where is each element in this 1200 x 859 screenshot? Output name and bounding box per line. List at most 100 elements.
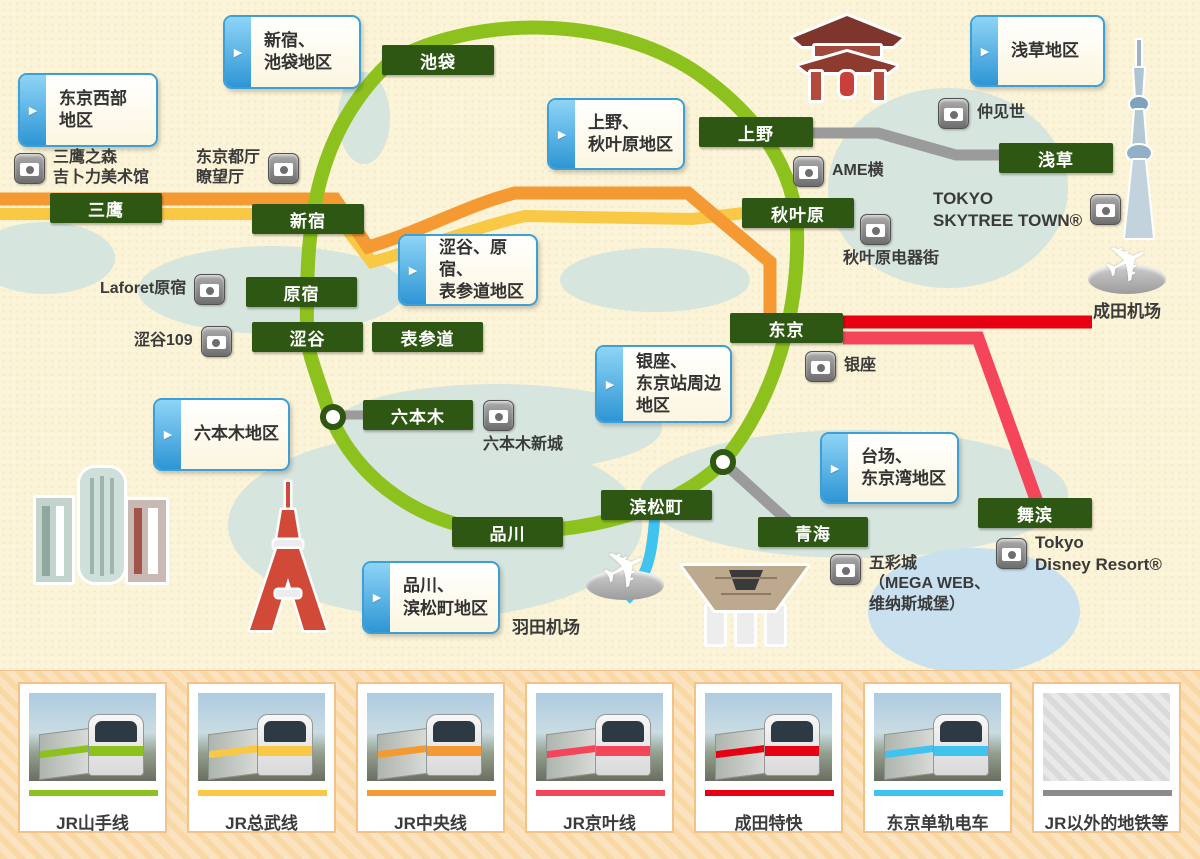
area-box-ueno-akihabara[interactable]: ▶ 上野、 秋叶原地区 xyxy=(547,98,685,170)
arrow-right-icon: ▶ xyxy=(233,46,243,59)
line-color-bar xyxy=(29,790,158,796)
landmark-tokyo-disney-resort: Tokyo Disney Resort® xyxy=(996,532,1162,576)
landmark-ginza: 银座 xyxy=(805,351,876,382)
legend-label: JR中央线 xyxy=(394,814,467,833)
area-box-label: 涩谷、原宿、 表参道地区 xyxy=(439,237,524,302)
train-body xyxy=(884,727,936,781)
train-photo xyxy=(705,693,832,781)
landmark-label: 涩谷109 xyxy=(134,332,193,350)
hamamatsucho-junction-dot xyxy=(710,449,736,475)
train-photo xyxy=(198,693,325,781)
train-body xyxy=(208,727,260,781)
station-akihabara: 秋叶原 xyxy=(742,198,854,228)
asakusa-temple-illustration xyxy=(790,13,905,103)
aomi-line xyxy=(719,457,792,526)
line-color-bar xyxy=(705,790,834,796)
station-shinagawa: 品川 xyxy=(452,517,563,547)
landmark-label: TOKYO SKYTREE TOWN® xyxy=(933,189,1083,230)
area-box-odaiba-tokyo-bay[interactable]: ▶ 台场、 东京湾地区 xyxy=(820,432,959,504)
station-maihama: 舞滨 xyxy=(978,498,1092,528)
area-box-bar: ▶ xyxy=(822,434,848,502)
legend-card-chuo: JR中央线 xyxy=(356,682,505,833)
train-body xyxy=(546,727,598,781)
landmark-tocho-observatory: 东京都厅 瞭望厅 xyxy=(196,148,300,189)
arrow-right-icon: ▶ xyxy=(557,128,567,141)
legend-card-narita-express: 成田特快 xyxy=(694,682,843,833)
area-box-shibuya-harajuku-omotesando[interactable]: ▶ 涩谷、原宿、 表参道地区 xyxy=(398,234,538,306)
train-front xyxy=(764,714,820,776)
area-box-bar: ▶ xyxy=(225,17,251,87)
area-box-tokyo-west[interactable]: ▶ 东京西部 地区 xyxy=(18,73,158,147)
landmark-label: 东京都厅 瞭望厅 xyxy=(196,149,261,187)
train-photo xyxy=(874,693,1001,781)
landmark-palette-town: 五彩城 （MEGA WEB、 维纳斯城堡） xyxy=(830,554,990,615)
legend-label: JR总武线 xyxy=(225,814,298,833)
legend-card-monorail: 东京单轨电车 xyxy=(863,682,1012,833)
camera-icon xyxy=(268,152,300,184)
station-hamamatsucho: 滨松町 xyxy=(601,490,712,520)
arrow-right-icon: ▶ xyxy=(605,378,615,391)
water-blob xyxy=(868,548,1080,670)
area-box-roppongi[interactable]: ▶ 六本木地区 xyxy=(153,398,290,471)
area-box-label: 浅草地区 xyxy=(1011,40,1079,60)
arrow-right-icon: ▶ xyxy=(28,104,38,117)
camera-icon xyxy=(194,274,226,305)
landmark-laforet-harajuku: Laforet原宿 xyxy=(100,274,226,305)
camera-icon xyxy=(805,351,836,382)
train-front xyxy=(88,714,144,776)
camera-icon xyxy=(1090,194,1122,226)
camera-icon xyxy=(938,98,969,129)
area-box-bar: ▶ xyxy=(972,17,998,85)
line-color-bar xyxy=(536,790,665,796)
train-body xyxy=(377,727,429,781)
office-towers-illustration xyxy=(33,465,169,585)
area-box-shinagawa-hamamatsucho[interactable]: ▶ 品川、 滨松町地区 xyxy=(362,561,500,634)
area-box-ginza-tokyo-station[interactable]: ▶ 银座、 东京站周边 地区 xyxy=(595,345,732,423)
landmark-nakamise: 仲见世 xyxy=(938,98,1025,129)
airport-label: 羽田机场 xyxy=(512,618,580,637)
legend-card-yamanote: JR山手线 xyxy=(18,682,167,833)
landmark-roppongi-hills: 六本木新城 xyxy=(483,400,563,455)
landmark-tokyo-skytree-town: TOKYO SKYTREE TOWN® xyxy=(933,188,1122,232)
line-color-bar xyxy=(874,790,1003,796)
train-body xyxy=(39,727,91,781)
train-front xyxy=(426,714,482,776)
area-box-label: 上野、 秋叶原地区 xyxy=(588,112,673,154)
area-box-shinjuku-ikebukuro[interactable]: ▶ 新宿、 池袋地区 xyxy=(223,15,361,89)
area-box-bar: ▶ xyxy=(20,75,46,145)
airport-pad: ✈ xyxy=(586,532,664,606)
station-shibuya: 涩谷 xyxy=(252,322,363,352)
area-box-label: 品川、 滨松町地区 xyxy=(403,576,488,618)
keiyo-line xyxy=(843,331,1044,505)
line-color-bar xyxy=(367,790,496,796)
legend-label: JR山手线 xyxy=(56,814,129,833)
arrow-right-icon: ▶ xyxy=(980,45,990,58)
camera-icon xyxy=(200,326,232,357)
airport-pad: ✈ xyxy=(1088,226,1166,300)
legend-label: 东京单轨电车 xyxy=(886,814,989,833)
area-box-label: 六本木地区 xyxy=(194,424,279,444)
tokyo-rail-map: 三鹰 新宿 池袋 上野 浅草 秋叶原 东京 原宿 涩谷 表参道 六本木 品川 滨… xyxy=(0,0,1200,670)
area-box-asakusa[interactable]: ▶ 浅草地区 xyxy=(970,15,1105,87)
station-roppongi: 六本木 xyxy=(363,400,473,430)
area-box-bar: ▶ xyxy=(400,236,426,304)
skytree-illustration xyxy=(1123,38,1155,240)
station-omotesando: 表参道 xyxy=(372,322,483,352)
arrow-right-icon: ▶ xyxy=(163,429,173,441)
train-front xyxy=(595,714,651,776)
airport-pad-ellipse xyxy=(586,570,664,600)
area-box-label: 台场、 东京湾地区 xyxy=(861,446,946,488)
haneda-airport: ✈ xyxy=(586,532,664,606)
camera-icon xyxy=(996,538,1027,570)
area-box-bar: ▶ xyxy=(155,400,181,469)
camera-icon xyxy=(483,400,514,431)
legend-card-sobu: JR总武线 xyxy=(187,682,336,833)
train-photo xyxy=(536,693,663,781)
narita-airport: ✈ 成田机场 xyxy=(1088,226,1166,322)
landmark-label: 仲见世 xyxy=(977,104,1026,122)
airport-label: 成田机场 xyxy=(1093,302,1161,321)
area-box-bar: ▶ xyxy=(549,100,575,168)
station-ikebukuro: 池袋 xyxy=(382,45,494,75)
landmark-ghibli-museum: 三鹰之森 吉卜力美术馆 xyxy=(14,148,149,189)
arrow-right-icon: ▶ xyxy=(372,592,382,604)
